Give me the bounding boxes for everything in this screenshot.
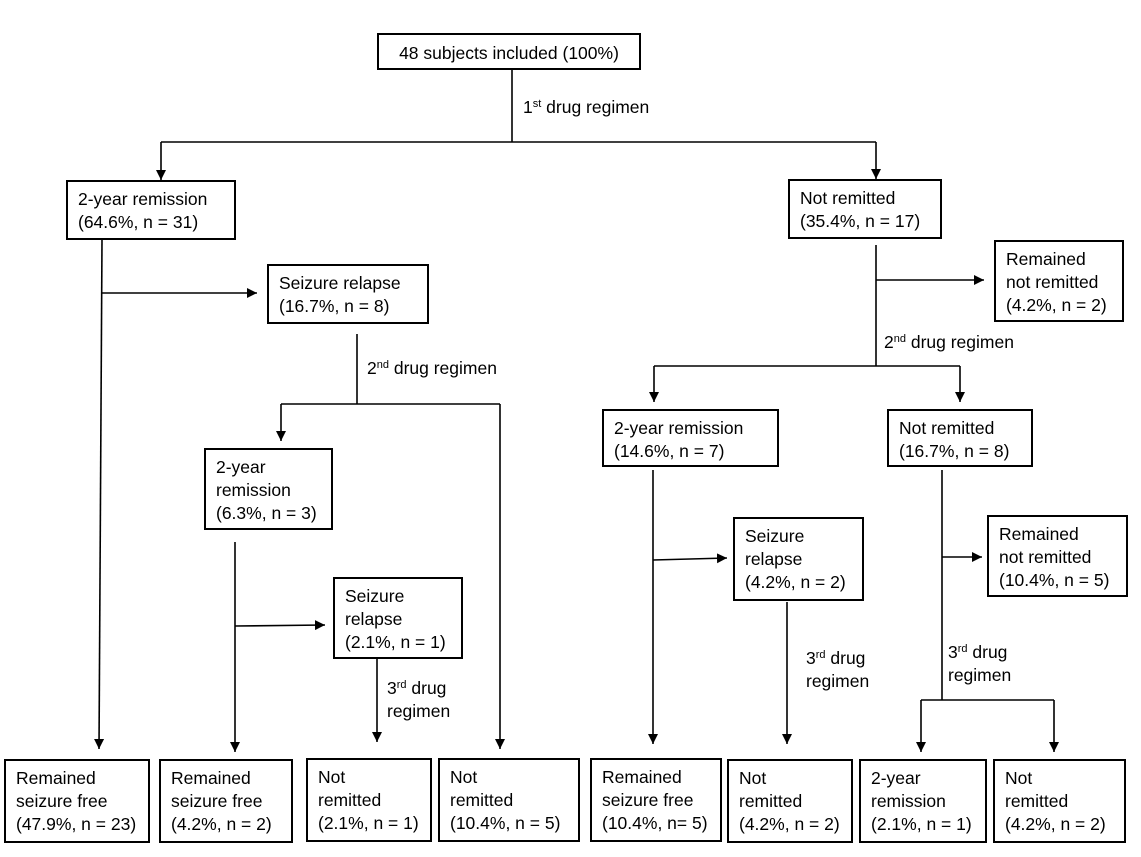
node-text: 2-year remission	[614, 418, 744, 438]
node-text: seizure free	[16, 791, 108, 811]
node-text: (4.2%, n = 2)	[739, 814, 840, 834]
second-drug-regimen-label-right: 2nd drug regimen	[884, 332, 1014, 352]
node-text: (16.7%, n = 8)	[899, 441, 1010, 461]
node-text: (4.2%, n = 2)	[171, 814, 272, 834]
left-seizure-relapse-node: Seizure relapse (16.7%, n = 8)	[267, 264, 429, 324]
second-left-remission-node: 2-year remission (6.3%, n = 3)	[204, 448, 333, 530]
node-text: Remained	[171, 768, 251, 788]
node-text: (14.6%, n = 7)	[614, 441, 725, 461]
node-text: Seizure	[745, 526, 805, 546]
node-text: (64.6%, n = 31)	[78, 212, 199, 232]
third-drug-regimen-label-right: 3rd drug regimen	[948, 642, 1012, 685]
arrow	[234, 620, 326, 631]
outcome-node-6: Not remitted (4.2%, n = 2)	[727, 759, 853, 843]
outcome-node-3: Not remitted (2.1%, n = 1)	[306, 758, 432, 842]
node-text: remitted	[450, 790, 514, 810]
right-not-remitted-node: Not remitted (35.4%, n = 17)	[788, 179, 942, 239]
second-right-not-remitted-node: Not remitted (16.7%, n = 8)	[887, 409, 1033, 467]
third-drug-regimen-label-left: 3rd drug regimen	[387, 678, 451, 721]
left-remission-node: 2-year remission (64.6%, n = 31)	[66, 180, 236, 240]
node-text: Seizure	[345, 586, 405, 606]
node-text: Remained	[1006, 249, 1086, 269]
node-text: remitted	[318, 790, 382, 810]
node-text: Not	[1005, 768, 1033, 788]
second-right-seizure-relapse-node: Seizure relapse (4.2%, n = 2)	[733, 517, 864, 601]
second-left-seizure-relapse-node: Seizure relapse (2.1%, n = 1)	[333, 577, 463, 659]
outcome-node-8: Not remitted (4.2%, n = 2)	[993, 759, 1126, 843]
second-right-remained-not-remitted-node: Remained not remitted (10.4%, n = 5)	[987, 515, 1128, 597]
node-text: (4.2%, n = 2)	[1006, 295, 1107, 315]
node-text: (2.1%, n = 1)	[318, 813, 419, 833]
second-drug-regimen-label-left: 2nd drug regimen	[367, 358, 497, 378]
node-text: not remitted	[999, 547, 1092, 567]
node-text: (16.7%, n = 8)	[279, 296, 390, 316]
node-text: (10.4%, n= 5)	[602, 813, 708, 833]
node-text: Not remitted	[800, 188, 896, 208]
node-text: remitted	[1005, 791, 1069, 811]
node-text: seizure free	[171, 791, 263, 811]
node-text: (47.9%, n = 23)	[16, 814, 137, 834]
arrow	[94, 239, 105, 750]
outcome-node-2: Remained seizure free (4.2%, n = 2)	[159, 759, 293, 843]
node-text: Remained	[999, 524, 1079, 544]
node-text: 2-year	[216, 457, 266, 477]
root-node: 48 subjects included (100%)	[377, 33, 641, 70]
node-text: (6.3%, n = 3)	[216, 503, 317, 523]
node-text: (35.4%, n = 17)	[800, 211, 921, 231]
node-text: Remained	[602, 767, 682, 787]
node-text: remission	[216, 480, 291, 500]
node-text: Seizure relapse	[279, 273, 401, 293]
node-text: (4.2%, n = 2)	[1005, 814, 1106, 834]
node-text: Not	[318, 767, 346, 787]
node-text: (4.2%, n = 2)	[745, 572, 846, 592]
outcome-node-1: Remained seizure free (47.9%, n = 23)	[4, 759, 150, 843]
node-text: remitted	[739, 791, 803, 811]
second-right-remission-node: 2-year remission (14.6%, n = 7)	[602, 409, 779, 467]
node-text: (2.1%, n = 1)	[871, 814, 972, 834]
node-text: (10.4%, n = 5)	[999, 570, 1110, 590]
node-text: 48 subjects included (100%)	[399, 43, 619, 63]
node-text: 2-year	[871, 768, 921, 788]
node-text: remission	[871, 791, 946, 811]
node-text: Not	[450, 767, 478, 787]
node-text: not remitted	[1006, 272, 1099, 292]
node-text: Remained	[16, 768, 96, 788]
outcome-node-4: Not remitted (10.4%, n = 5)	[438, 758, 580, 842]
third-drug-regimen-label-mid: 3rd drug regimen	[806, 648, 870, 691]
arrow	[652, 553, 728, 564]
node-text: (10.4%, n = 5)	[450, 813, 561, 833]
node-text: (2.1%, n = 1)	[345, 632, 446, 652]
node-text: 2-year remission	[78, 189, 208, 209]
outcome-node-7: 2-year remission (2.1%, n = 1)	[859, 759, 987, 843]
outcome-node-5: Remained seizure free (10.4%, n= 5)	[590, 758, 722, 842]
first-drug-regimen-label: 1st drug regimen	[523, 97, 650, 117]
node-text: relapse	[745, 549, 803, 569]
node-text: relapse	[345, 609, 403, 629]
right-remained-not-remitted-node: Remained not remitted (4.2%, n = 2)	[994, 240, 1124, 322]
node-text: seizure free	[602, 790, 694, 810]
node-text: Not remitted	[899, 418, 995, 438]
node-text: Not	[739, 768, 767, 788]
